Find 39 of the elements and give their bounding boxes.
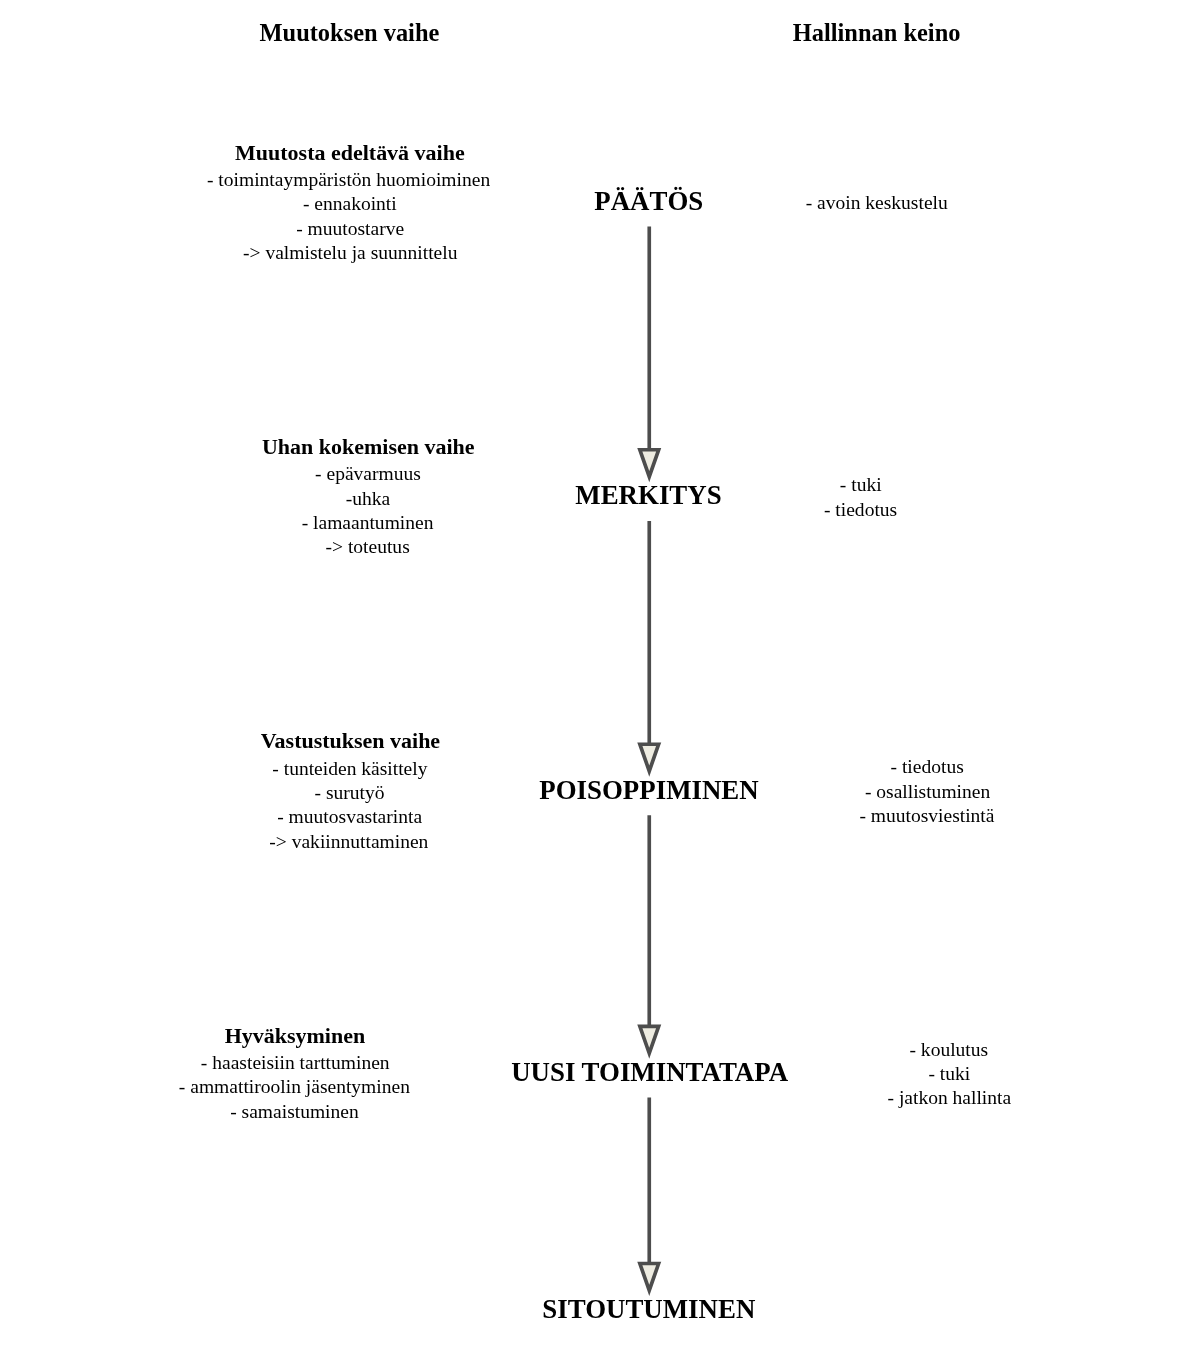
arrow: [636, 815, 661, 1059]
label: Hyväksyminen: [224, 1022, 365, 1048]
label: -> vakiinnuttaminen: [268, 830, 428, 852]
label: - tunteiden käsittely: [271, 757, 427, 779]
label: - avoin keskustelu: [805, 191, 948, 213]
label: - tuki: [927, 1062, 970, 1084]
label: - osallistuminen: [864, 780, 990, 802]
node-text: POISOPPIMINEN: [538, 774, 759, 805]
label: - ennakointi: [302, 193, 397, 215]
label: - ammattiroolin jäsentyminen: [178, 1076, 410, 1098]
arrow: [636, 1097, 661, 1296]
label: Muutosta edeltävä vaihe: [234, 139, 465, 165]
label: Uhan kokemisen vaihe: [261, 433, 475, 459]
label: - jatkon hallinta: [887, 1087, 1011, 1109]
label: - muutosviestintä: [858, 805, 994, 827]
node-text: UUSI TOIMINTATAPA: [510, 1056, 788, 1087]
label: - toimintaympäristön huomioiminen: [206, 168, 490, 190]
arrow: [636, 226, 661, 483]
label: Vastustuksen vaihe: [260, 728, 440, 754]
label: -> valmistelu ja suunnittelu: [242, 241, 457, 263]
label: - muutosvastarinta: [276, 806, 422, 828]
node-text: MERKITYS: [574, 480, 722, 511]
label: - samaistuminen: [229, 1100, 359, 1122]
label: - lamaantuminen: [301, 511, 433, 533]
label: Hallinnan keino: [792, 18, 960, 46]
label: - surutyö: [314, 781, 384, 803]
label: - tuki: [839, 474, 882, 496]
label: - haasteisiin tarttuminen: [200, 1051, 390, 1073]
label: -uhka: [345, 487, 390, 509]
label: Muutoksen vaihe: [259, 18, 439, 46]
label: - tiedotus: [890, 756, 964, 778]
label: - epävarmuus: [314, 463, 421, 485]
arrow: [636, 520, 661, 777]
node-text: PÄÄTÖS: [593, 185, 703, 216]
label: - koulutus: [908, 1038, 988, 1060]
label: -> toteutus: [324, 536, 410, 558]
node-text: SITOUTUMINEN: [541, 1293, 755, 1324]
label: - tiedotus: [823, 498, 897, 520]
label: - muutostarve: [295, 217, 404, 239]
